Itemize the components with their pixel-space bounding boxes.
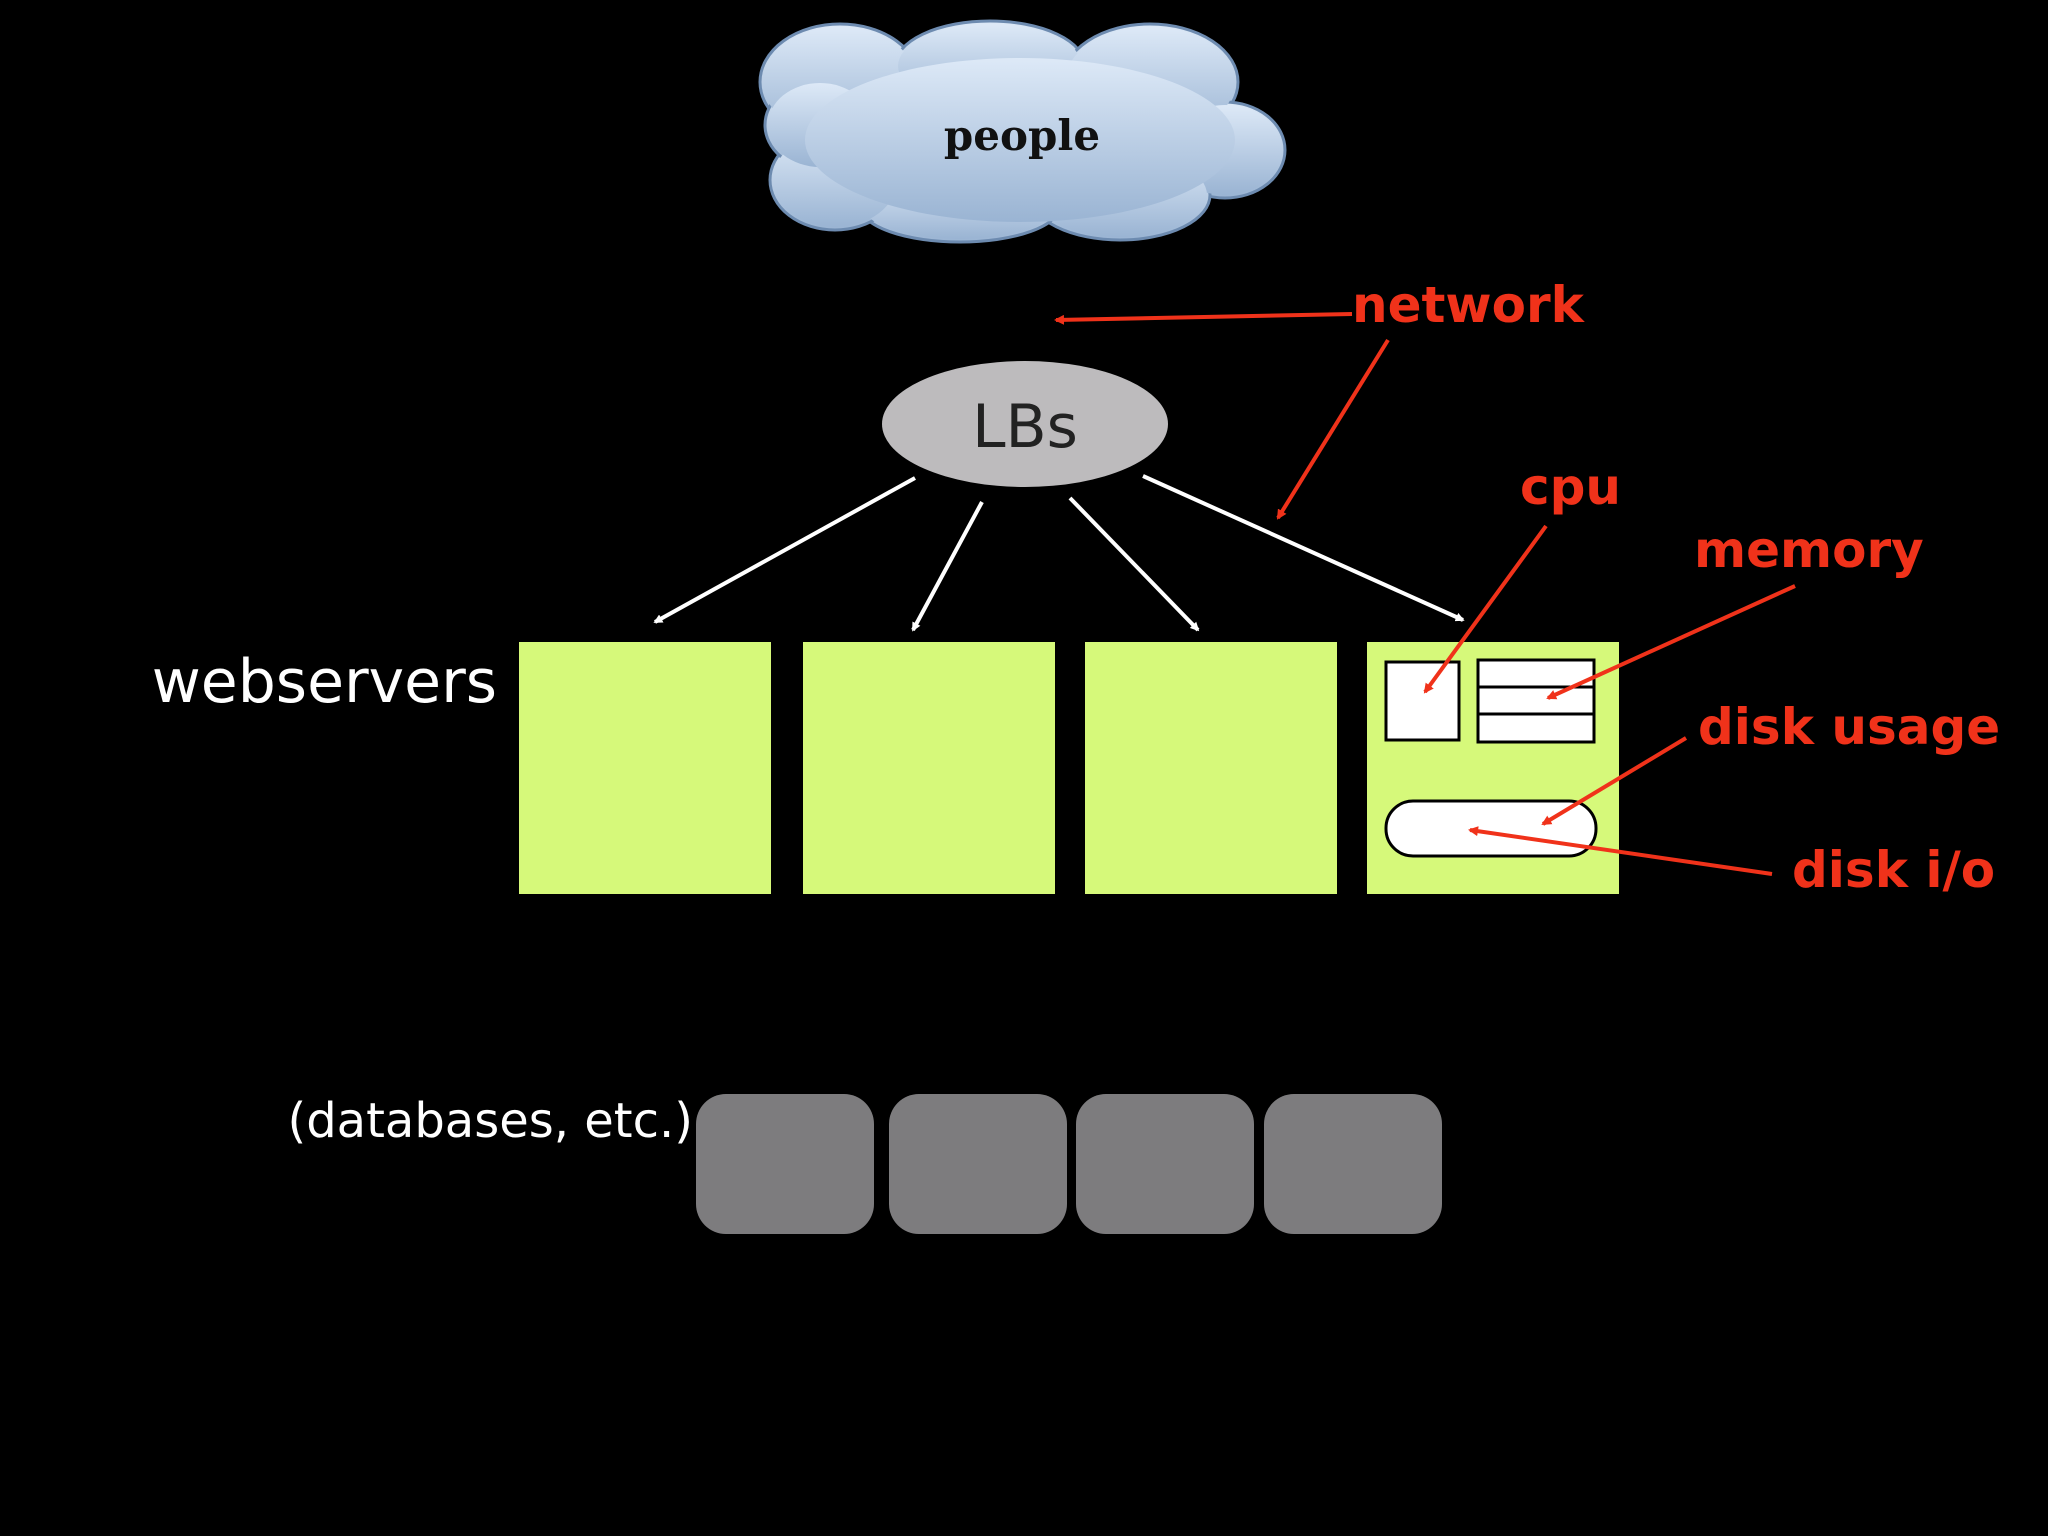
- databases-label: (databases, etc.): [287, 1093, 693, 1149]
- database-box: [1264, 1094, 1442, 1234]
- lb-arrow-3: [1068, 496, 1200, 632]
- database-box: [889, 1094, 1067, 1234]
- webservers-label: webservers: [152, 647, 497, 717]
- lb-arrow-2: [911, 501, 984, 632]
- lb-connections: [653, 474, 1465, 632]
- memory-label: memory: [1694, 521, 1924, 579]
- disk-usage-label: disk usage: [1698, 698, 2000, 756]
- database-box: [1076, 1094, 1254, 1234]
- metric-arrows: [1054, 312, 1796, 876]
- network-arrow-2: [1276, 338, 1390, 520]
- lb-arrow-4: [1142, 474, 1465, 622]
- database-boxes: [696, 1094, 1442, 1234]
- people-label: people: [944, 111, 1100, 160]
- load-balancer-node: [882, 361, 1168, 487]
- network-arrow-1: [1054, 312, 1353, 325]
- cpu-arrow: [1423, 524, 1548, 694]
- webserver-box: [519, 642, 771, 894]
- memory-arrow: [1546, 584, 1796, 700]
- webserver-box: [1085, 642, 1337, 894]
- database-box: [696, 1094, 874, 1234]
- memory-component: [1476, 658, 1596, 744]
- cpu-component: [1384, 660, 1461, 742]
- network-label: network: [1352, 276, 1586, 334]
- webserver-box: [803, 642, 1055, 894]
- disk-usage-arrow: [1541, 736, 1688, 826]
- load-balancer-label: LBs: [972, 392, 1078, 462]
- disk-io-arrow: [1468, 826, 1773, 876]
- disk-io-label: disk i/o: [1792, 841, 1995, 899]
- cpu-label: cpu: [1520, 458, 1621, 516]
- people-cloud: [758, 19, 1287, 244]
- lb-arrow-1: [653, 476, 916, 624]
